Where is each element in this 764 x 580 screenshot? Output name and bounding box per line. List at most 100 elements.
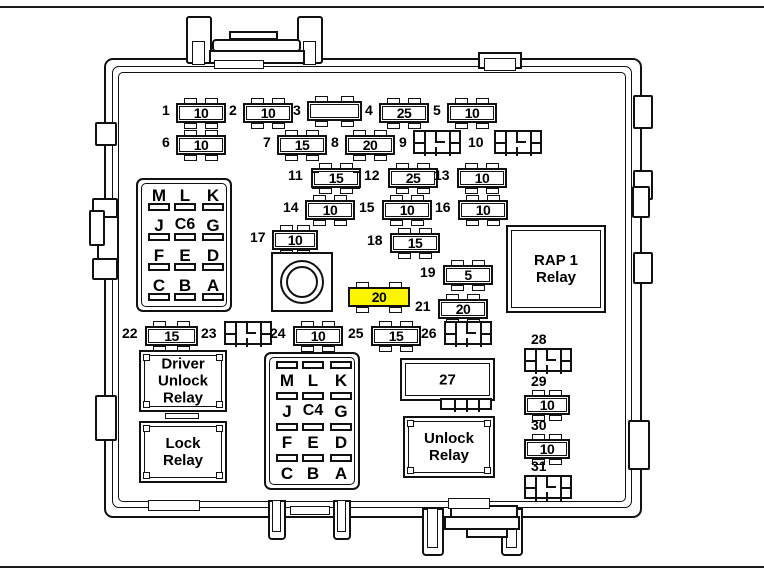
- relay-corner: [484, 467, 491, 474]
- connector-pin-label-C6: C6: [174, 216, 196, 233]
- shell-tab-right-1: [633, 95, 653, 129]
- fuse-body-inner: [441, 302, 485, 316]
- fuse-24[interactable]: 10: [293, 321, 343, 352]
- fuse-amperage-label: 10: [539, 397, 555, 413]
- fuse-number-17: 17: [250, 229, 266, 245]
- page-rule-bottom: [0, 566, 764, 568]
- fuse-6[interactable]: 10: [176, 130, 226, 161]
- fuse-number-2: 2: [229, 102, 237, 118]
- fuse-number-29: 29: [531, 373, 547, 389]
- fuse-lug: [205, 155, 218, 161]
- relay-inner: [408, 421, 490, 473]
- fuse-19[interactable]: 5: [443, 260, 493, 291]
- fuse-amperage-label: 10: [475, 202, 491, 218]
- connector-slot-c6-G[interactable]: [202, 233, 224, 241]
- connector-pin-label-E: E: [307, 433, 319, 452]
- connector-slot-c4-K[interactable]: [330, 361, 352, 369]
- fuse-number-25: 25: [348, 325, 364, 341]
- connector-slot-c4-F[interactable]: [276, 423, 298, 431]
- connector-slot-c6-A[interactable]: [202, 293, 224, 301]
- fuse-5[interactable]: 10: [447, 98, 497, 129]
- relay-label-line: Unlock: [423, 430, 474, 447]
- connector-slot-c6-C6[interactable]: [174, 233, 196, 241]
- connector-slot-c6-K[interactable]: [202, 203, 224, 211]
- fuse-11[interactable]: 15: [311, 163, 361, 194]
- fuse-body-inner: [148, 329, 195, 343]
- shell-tab-left-6: [89, 210, 105, 246]
- connector-slot-c4-C[interactable]: [276, 454, 298, 462]
- fuse-lug: [408, 123, 421, 129]
- fuse-slot-26[interactable]: [444, 321, 492, 347]
- fuse-13[interactable]: 10: [457, 163, 507, 194]
- fuse-22[interactable]: 15: [145, 321, 198, 352]
- fuse-number-24: 24: [270, 325, 286, 341]
- fuse-lug: [400, 346, 413, 352]
- fuse-body-inner: [527, 442, 567, 456]
- connector-slot-c6-E[interactable]: [174, 263, 196, 271]
- connector-slot-c4-J[interactable]: [276, 392, 298, 400]
- fuse-12[interactable]: 25: [388, 163, 438, 194]
- fuse-4[interactable]: 25: [379, 98, 429, 129]
- fuse-lug: [205, 123, 218, 129]
- fuse-amperage-label: 5: [464, 267, 472, 283]
- relay-label-line: Driver: [161, 355, 205, 373]
- relay-27[interactable]: 27: [400, 358, 495, 401]
- fuse-amperage-label: 25: [396, 105, 412, 121]
- fuse-amperage-label: 15: [294, 137, 310, 153]
- fuse-20[interactable]: 20: [348, 282, 410, 313]
- relay-corner: [143, 472, 150, 479]
- fuse-3[interactable]: [307, 96, 362, 127]
- fuse-number-26: 26: [421, 325, 437, 341]
- top-bracket-left-notch: [192, 41, 205, 65]
- fuse-lug: [301, 346, 314, 352]
- fuse-lug: [184, 155, 197, 161]
- connector-slot-c4-G[interactable]: [330, 392, 352, 400]
- fuse-number-7: 7: [263, 134, 271, 150]
- fuse-16[interactable]: 10: [458, 195, 508, 226]
- fuse-18[interactable]: 15: [390, 228, 440, 259]
- fuse-2[interactable]: 10: [243, 98, 293, 129]
- connector-slot-c6-F[interactable]: [148, 263, 170, 271]
- fuse-slot-28[interactable]: [524, 348, 572, 374]
- relay-27-foot: [440, 398, 492, 412]
- fuse-15[interactable]: 10: [382, 195, 432, 226]
- fuse-29[interactable]: 10: [524, 390, 570, 421]
- connector-slot-c6-J[interactable]: [148, 233, 170, 241]
- connector-slot-c6-M[interactable]: [148, 203, 170, 211]
- connector-slot-c4-A[interactable]: [330, 454, 352, 462]
- fuse-slot-31[interactable]: [524, 475, 572, 501]
- fuse-slot-10[interactable]: [494, 130, 542, 156]
- fuse-25[interactable]: 15: [371, 321, 421, 352]
- connector-slot-c6-C[interactable]: [148, 293, 170, 301]
- fuse-7[interactable]: 15: [277, 130, 327, 161]
- fuse-slot-9[interactable]: [413, 130, 461, 156]
- fuse-body-inner: [393, 236, 437, 250]
- connector-slot-c4-M[interactable]: [276, 361, 298, 369]
- fuse-slot-23[interactable]: [224, 321, 272, 347]
- connector-slot-c4-C4[interactable]: [302, 392, 324, 400]
- connector-pin-label-A: A: [206, 276, 220, 295]
- fuse-1[interactable]: 10: [176, 98, 226, 129]
- fuse-lug: [315, 121, 328, 127]
- connector-slot-c4-L[interactable]: [302, 361, 324, 369]
- round-component[interactable]: [271, 252, 333, 312]
- connector-slot-c4-D[interactable]: [330, 423, 352, 431]
- fuse-30[interactable]: 10: [524, 434, 570, 465]
- fuse-amperage-label: 20: [362, 137, 378, 153]
- fuse-lug: [390, 220, 403, 226]
- connector-slot-c4-E[interactable]: [302, 423, 324, 431]
- connector-slot-c6-L[interactable]: [174, 203, 196, 211]
- connector-slot-c6-B[interactable]: [174, 293, 196, 301]
- connector-slot-c6-D[interactable]: [202, 263, 224, 271]
- fuse-amperage-label: 15: [164, 328, 179, 344]
- fuse-8[interactable]: 20: [345, 130, 395, 161]
- fuse-14[interactable]: 10: [305, 195, 355, 226]
- fuse-body-inner: [310, 104, 359, 118]
- connector-slot-c4-B[interactable]: [302, 454, 324, 462]
